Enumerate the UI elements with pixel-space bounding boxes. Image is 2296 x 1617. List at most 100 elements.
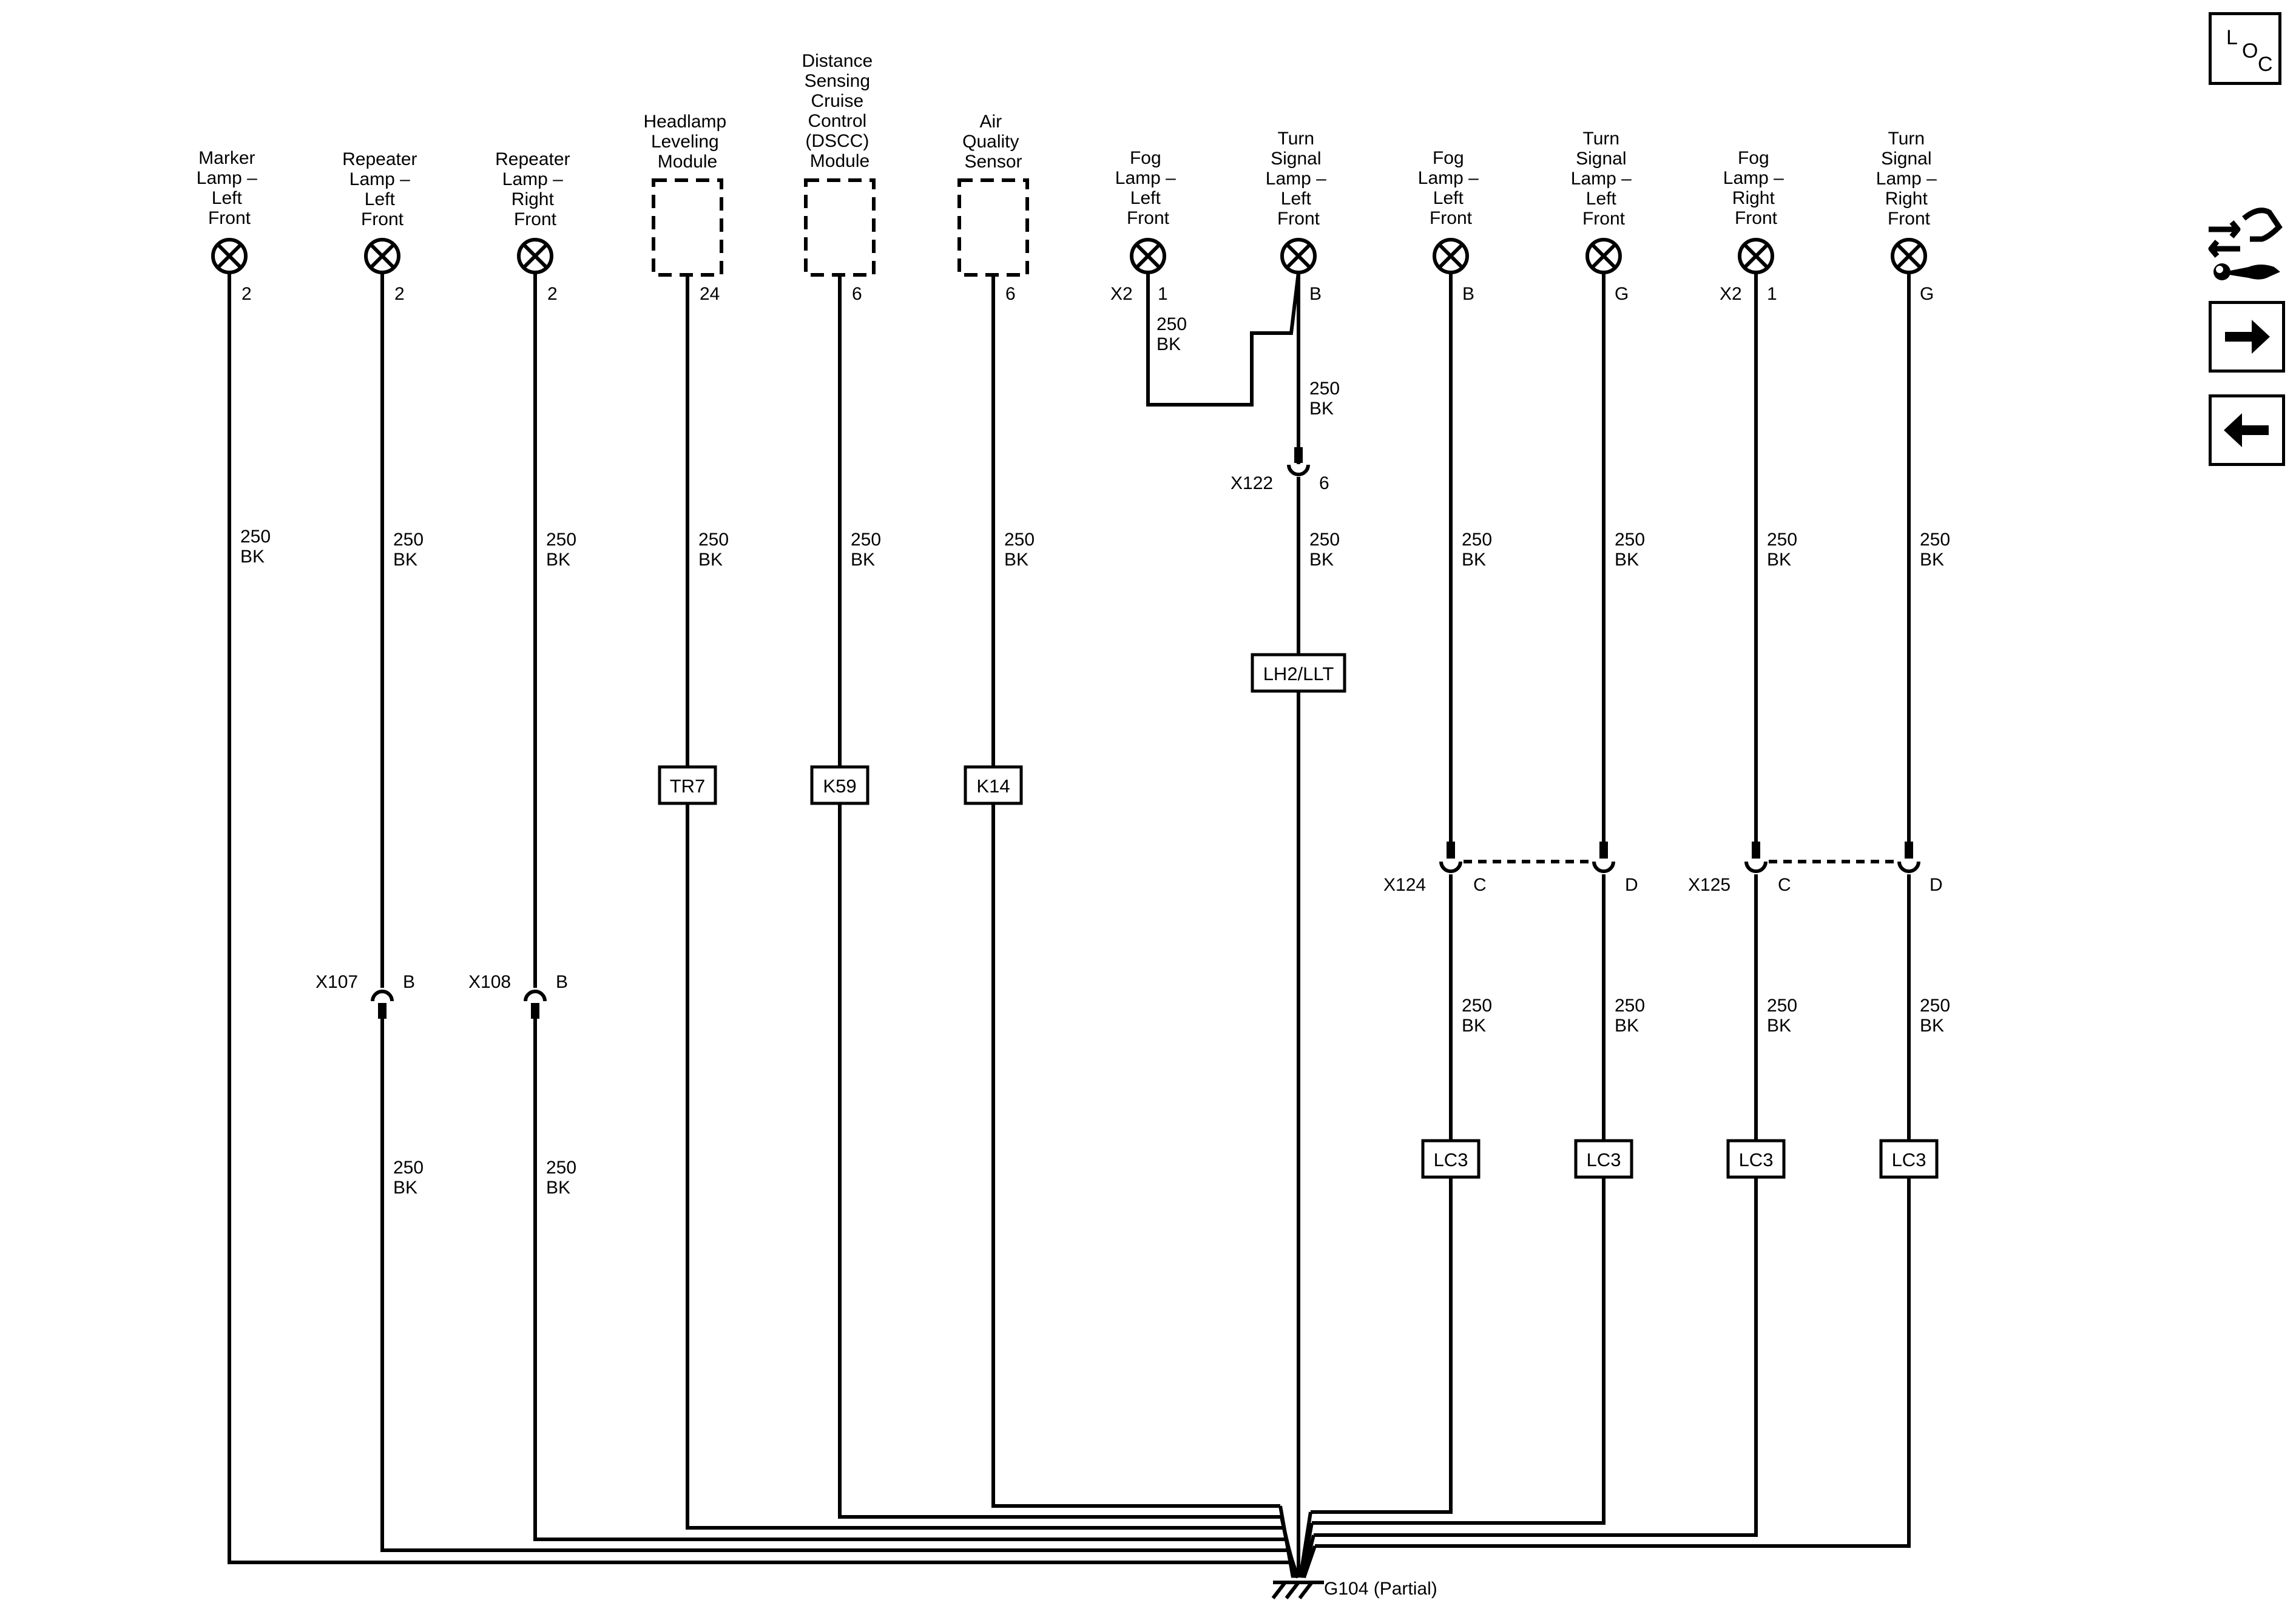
wire-repeater-right-lower: [533, 1007, 1286, 1541]
svg-text:BK: BK: [851, 550, 875, 570]
svg-text:BK: BK: [393, 550, 417, 570]
arrow-right-icon[interactable]: [2209, 301, 2285, 373]
svg-text:K14: K14: [976, 775, 1010, 797]
lamp-symbol: [366, 240, 399, 272]
arrow-left-glyph: [2224, 413, 2269, 447]
lamp-symbol: [1434, 240, 1467, 272]
wire-fog-left-lower: [1311, 1173, 1453, 1514]
option-tag: LH2/LLT: [1251, 653, 1346, 693]
svg-text:250: 250: [1004, 530, 1035, 550]
svg-text:BK: BK: [1767, 550, 1791, 570]
svg-text:250: 250: [240, 527, 271, 547]
pin-label: 2: [547, 284, 558, 304]
lamp-symbol: [213, 240, 246, 272]
connector-pin: 6: [1319, 473, 1329, 493]
lamp-symbol: [1740, 240, 1772, 272]
connector-x125-arc-c: [1744, 861, 1768, 873]
wire-air-quality-lower: [991, 799, 1280, 1508]
connector-id: X125: [1688, 875, 1730, 895]
arrow-left-icon[interactable]: [2209, 394, 2285, 466]
module-box-air-quality: [957, 178, 1029, 277]
connector-repair-icon[interactable]: [2206, 200, 2285, 285]
pin-label: B: [1309, 284, 1322, 304]
svg-text:BK: BK: [1004, 550, 1028, 570]
connector-pin: C: [1473, 875, 1487, 895]
svg-text:BK: BK: [240, 547, 265, 567]
connector-id: X107: [316, 972, 358, 992]
module-box-headlamp-leveling: [652, 178, 723, 277]
inline-connector-labels: X107 B X108 B X122 6 X124 C D X125 C D: [316, 473, 1943, 992]
inline-connector-symbols: [371, 447, 1920, 1019]
option-tag: TR7: [658, 765, 717, 805]
loc-letter-o: O: [2242, 39, 2258, 62]
svg-text:BK: BK: [1920, 1016, 1944, 1036]
svg-text:250: 250: [851, 530, 881, 550]
lamp-symbol: [1587, 240, 1620, 272]
fog-lamp-left-front-label-a: Fog Lamp – Left Front: [1115, 148, 1181, 228]
ground-label: G104 (Partial): [1324, 1579, 1437, 1599]
svg-text:250: 250: [1615, 996, 1645, 1016]
svg-text:BK: BK: [1462, 1016, 1486, 1036]
connector-x124-arc-c: [1439, 861, 1462, 873]
connector-x125-arc-d: [1897, 861, 1920, 873]
connector-id: X124: [1383, 875, 1426, 895]
lamp-symbol: [519, 240, 552, 272]
air-quality-sensor-label: Air Quality Sensor: [962, 112, 1024, 172]
connector-x122-arc: [1287, 464, 1310, 476]
svg-text:LH2/LLT: LH2/LLT: [1263, 663, 1334, 684]
connector-label: X2: [1720, 284, 1742, 304]
pin-label: 2: [394, 284, 405, 304]
dscc-module-label: Distance Sensing Cruise Control (DSCC) M…: [802, 51, 877, 171]
wire-fog-jumper: [1146, 272, 1300, 407]
svg-text:250: 250: [698, 530, 729, 550]
lamp-symbol: [1132, 240, 1164, 272]
svg-text:250: 250: [1309, 379, 1340, 399]
svg-text:250: 250: [1462, 996, 1492, 1016]
svg-text:LC3: LC3: [1892, 1149, 1926, 1170]
marker-lamp-left-front-label: Marker Lamp – Left Front: [197, 148, 262, 228]
connector-label: X2: [1110, 284, 1133, 304]
svg-text:250: 250: [1462, 530, 1492, 550]
svg-text:BK: BK: [698, 550, 723, 570]
svg-text:BK: BK: [1309, 550, 1334, 570]
fog-lamp-right-front-label: Fog Lamp – Right Front: [1723, 148, 1789, 228]
connector-x107-arc: [371, 990, 394, 1002]
svg-text:250: 250: [393, 530, 424, 550]
svg-text:250: 250: [1767, 996, 1797, 1016]
svg-text:250: 250: [1156, 314, 1187, 334]
wires: [228, 272, 1911, 1579]
pin-label: 6: [852, 284, 862, 304]
svg-text:250: 250: [1309, 530, 1340, 550]
svg-text:250: 250: [1767, 530, 1797, 550]
svg-text:BK: BK: [1462, 550, 1486, 570]
connector-pin: D: [1625, 875, 1638, 895]
option-tag: LC3: [1726, 1139, 1786, 1179]
turn-signal-lamp-left-front-label-a: Turn Signal Lamp – Left Front: [1266, 129, 1331, 229]
connector-x124-arc-d: [1592, 861, 1615, 873]
svg-text:TR7: TR7: [670, 775, 706, 797]
svg-text:250: 250: [1920, 996, 1950, 1016]
module-box-dscc: [804, 178, 876, 277]
svg-text:250: 250: [1615, 530, 1645, 550]
svg-text:LC3: LC3: [1739, 1149, 1774, 1170]
wire-marker-lamp: [228, 272, 1291, 1564]
pin-label: 1: [1767, 284, 1777, 304]
connector-x125-pin-c: [1752, 842, 1760, 859]
loc-button[interactable]: L O C: [2209, 12, 2281, 85]
ground-symbol: [1271, 1581, 1324, 1599]
svg-text:LC3: LC3: [1434, 1149, 1468, 1170]
